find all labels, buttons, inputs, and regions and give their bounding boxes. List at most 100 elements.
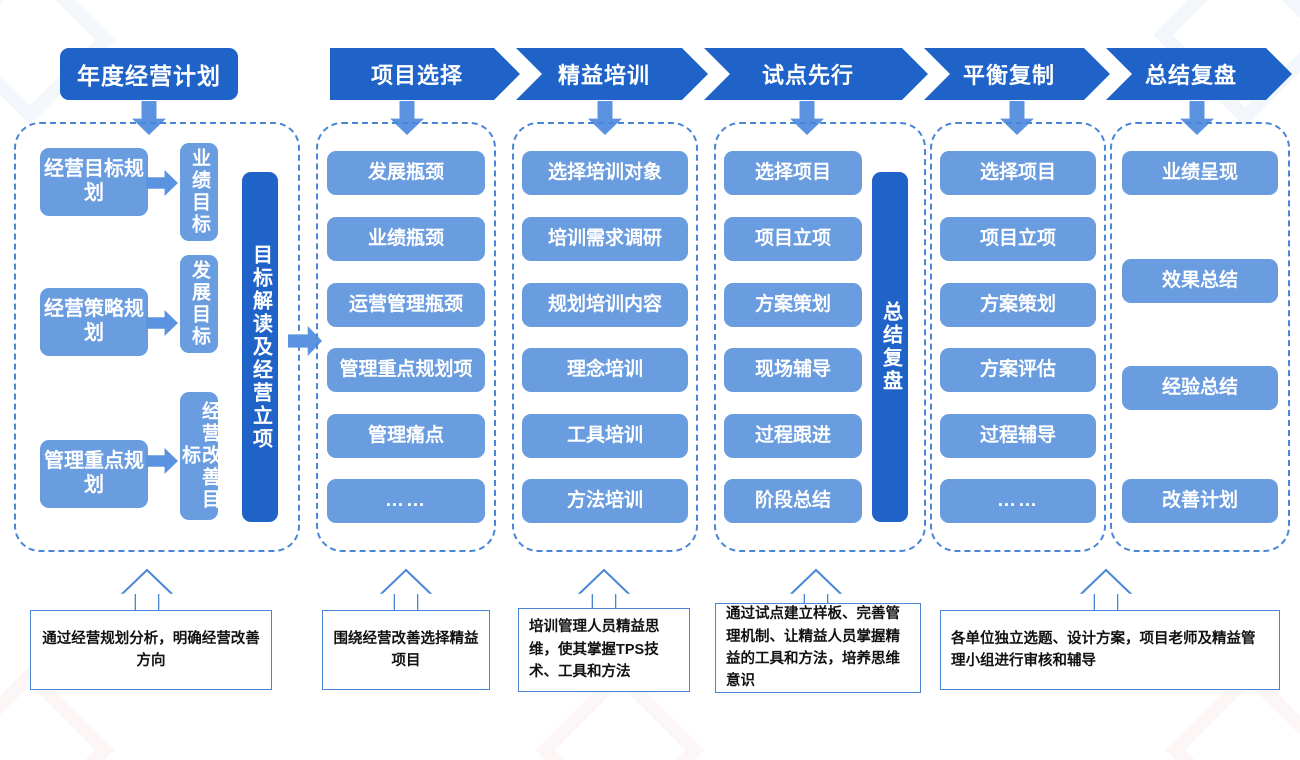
callout-box-5-text: 各单位独立选题、设计方案，项目老师及精益管理小组进行审核和辅导 <box>951 630 1256 669</box>
col6-item-1[interactable]: 业绩呈现 <box>1122 151 1278 195</box>
col2-item-3[interactable]: 运营管理瓶颈 <box>327 283 485 327</box>
col4-item-6[interactable]: 阶段总结 <box>724 479 862 523</box>
col6-item-2-label: 效果总结 <box>1161 269 1238 291</box>
col5-item-3-label: 方案策划 <box>979 293 1056 315</box>
stage-chevron-3-label: 试点先行 <box>761 63 854 88</box>
stage-chevron-1[interactable]: 项目选择 <box>330 48 520 100</box>
box-planning-mgmt-focus[interactable]: 管理重点规划 <box>40 440 148 508</box>
col5-item-4[interactable]: 方案评估 <box>940 348 1096 392</box>
callout-box-2-text: 围绕经营改善选择精益项目 <box>333 630 479 669</box>
vertical-bar-summary-review-label: 总结复盘 <box>879 301 902 393</box>
vertical-bar-goal-interpretation-label: 目标解读及经营立项 <box>249 243 272 451</box>
box-planning-strategy[interactable]: 经营策略规划 <box>40 288 148 356</box>
callout-box-4-text: 通过试点建立样板、完善管理机制、让精益人员掌握精益的工具和方法，培养思维意识 <box>726 606 900 690</box>
col6-item-2[interactable]: 效果总结 <box>1122 259 1278 303</box>
col6-item-3-label: 经验总结 <box>1161 376 1238 398</box>
col5-item-3[interactable]: 方案策划 <box>940 283 1096 327</box>
stage-chevron-2[interactable]: 精益培训 <box>516 48 708 100</box>
box-improvement-goal-label: 经营改善目标 <box>179 401 220 511</box>
col5-item-5[interactable]: 过程辅导 <box>940 414 1096 458</box>
col2-item-2-label: 业绩瓶颈 <box>367 227 444 249</box>
col5-item-6-label: …… <box>997 489 1039 511</box>
box-improvement-goal[interactable]: 经营改善目标 <box>179 392 220 520</box>
col5-item-1[interactable]: 选择项目 <box>940 151 1096 195</box>
callout-box-5: 各单位独立选题、设计方案，项目老师及精益管理小组进行审核和辅导 <box>940 610 1280 690</box>
column-container-3 <box>512 122 698 552</box>
col4-item-3[interactable]: 方案策划 <box>724 283 862 327</box>
header-annual-plan-label: 年度经营计划 <box>77 63 221 89</box>
callout-box-4: 通过试点建立样板、完善管理机制、让精益人员掌握精益的工具和方法，培养思维意识 <box>715 603 921 693</box>
callout-box-3: 培训管理人员精益思维，使其掌握TPS技术、工具和方法 <box>518 608 690 692</box>
col3-item-4-label: 理念培训 <box>566 358 643 380</box>
col4-item-5[interactable]: 过程跟进 <box>724 414 862 458</box>
col3-item-1[interactable]: 选择培训对象 <box>522 151 688 195</box>
stage-chevron-3[interactable]: 试点先行 <box>704 48 928 100</box>
box-performance-goal[interactable]: 业绩目标 <box>180 143 218 241</box>
col4-item-3-label: 方案策划 <box>754 293 831 315</box>
col6-item-4[interactable]: 改善计划 <box>1122 479 1278 523</box>
box-development-goal[interactable]: 发展目标 <box>180 255 218 353</box>
col6-item-4-label: 改善计划 <box>1161 489 1238 511</box>
col2-item-4[interactable]: 管理重点规划项 <box>327 348 485 392</box>
stage-chevron-5-label: 总结复盘 <box>1144 63 1237 88</box>
box-planning-goal[interactable]: 经营目标规划 <box>40 148 148 216</box>
col2-item-3-label: 运营管理瓶颈 <box>348 293 463 315</box>
callout-box-3-text: 培训管理人员精益思维，使其掌握TPS技术、工具和方法 <box>529 619 660 681</box>
column-container-4 <box>714 122 926 552</box>
col5-item-2[interactable]: 项目立项 <box>940 217 1096 261</box>
stage-chevron-4[interactable]: 平衡复制 <box>924 48 1110 100</box>
col2-item-6-label: …… <box>385 489 427 511</box>
col3-item-6-label: 方法培训 <box>566 489 643 511</box>
column-container-5 <box>930 122 1106 552</box>
col4-item-1[interactable]: 选择项目 <box>724 151 862 195</box>
col5-item-6[interactable]: …… <box>940 479 1096 523</box>
col3-item-1-label: 选择培训对象 <box>547 161 662 183</box>
vertical-bar-summary-review[interactable]: 总结复盘 <box>872 172 908 522</box>
col2-item-5[interactable]: 管理痛点 <box>327 414 485 458</box>
stage-chevron-1-label: 项目选择 <box>370 63 463 88</box>
col4-item-5-label: 过程跟进 <box>754 424 831 446</box>
box-performance-goal-label: 业绩目标 <box>188 148 210 236</box>
col2-item-5-label: 管理痛点 <box>367 424 444 446</box>
col3-item-5-label: 工具培训 <box>566 424 643 446</box>
col3-item-3[interactable]: 规划培训内容 <box>522 283 688 327</box>
col2-item-6[interactable]: …… <box>327 479 485 523</box>
callout-arrow-icon-5 <box>1078 568 1134 614</box>
callout-arrow-icon-1 <box>119 568 175 614</box>
col2-item-4-label: 管理重点规划项 <box>339 358 473 380</box>
callout-box-1: 通过经营规划分析，明确经营改善方向 <box>30 610 272 690</box>
box-planning-strategy-label: 经营策略规划 <box>44 298 144 344</box>
col2-item-1[interactable]: 发展瓶颈 <box>327 151 485 195</box>
col6-item-3[interactable]: 经验总结 <box>1122 366 1278 410</box>
col4-item-4-label: 现场辅导 <box>754 358 831 380</box>
col3-item-3-label: 规划培训内容 <box>547 293 662 315</box>
col4-item-6-label: 阶段总结 <box>754 489 831 511</box>
box-development-goal-label: 发展目标 <box>188 260 210 348</box>
stage-chevron-2-label: 精益培训 <box>557 63 650 88</box>
col4-item-4[interactable]: 现场辅导 <box>724 348 862 392</box>
stage-chevron-5[interactable]: 总结复盘 <box>1106 48 1292 100</box>
col3-item-5[interactable]: 工具培训 <box>522 414 688 458</box>
column-container-2 <box>316 122 496 552</box>
column-container-6 <box>1110 122 1290 552</box>
col3-item-4[interactable]: 理念培训 <box>522 348 688 392</box>
col2-item-2[interactable]: 业绩瓶颈 <box>327 217 485 261</box>
col4-item-1-label: 选择项目 <box>754 161 831 183</box>
col6-item-1-label: 业绩呈现 <box>1161 161 1238 183</box>
col4-item-2[interactable]: 项目立项 <box>724 217 862 261</box>
stage-chevron-4-label: 平衡复制 <box>962 63 1055 88</box>
col5-item-1-label: 选择项目 <box>979 161 1056 183</box>
callout-box-1-text: 通过经营规划分析，明确经营改善方向 <box>42 630 260 669</box>
col3-item-2[interactable]: 培训需求调研 <box>522 217 688 261</box>
col3-item-6[interactable]: 方法培训 <box>522 479 688 523</box>
col4-item-2-label: 项目立项 <box>754 227 831 249</box>
callout-box-2: 围绕经营改善选择精益项目 <box>322 610 490 690</box>
callout-arrow-icon-2 <box>378 568 434 614</box>
col3-item-2-label: 培训需求调研 <box>547 227 662 249</box>
col2-item-1-label: 发展瓶颈 <box>367 161 444 183</box>
vertical-bar-goal-interpretation[interactable]: 目标解读及经营立项 <box>242 172 278 522</box>
header-annual-plan[interactable]: 年度经营计划 <box>60 48 238 100</box>
box-planning-mgmt-focus-label: 管理重点规划 <box>44 450 144 496</box>
col5-item-5-label: 过程辅导 <box>979 424 1056 446</box>
